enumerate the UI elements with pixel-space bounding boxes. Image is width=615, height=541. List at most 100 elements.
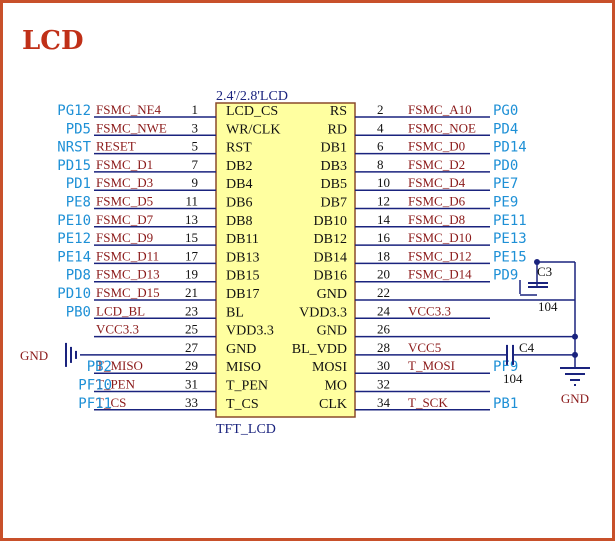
port-label-right-4: PD4: [493, 121, 518, 137]
net-label-left-17: FSMC_D11: [96, 248, 159, 263]
pin-name-right-6: DB1: [321, 141, 347, 156]
pin-number-right-14: 14: [377, 212, 391, 227]
pin-name-left-15: DB11: [226, 232, 259, 247]
pin-name-right-28: BL_VDD: [292, 342, 347, 357]
net-label-right-28: VCC5: [408, 340, 441, 355]
pin-number-left-21: 21: [185, 285, 198, 300]
port-label-left-19: PD8: [66, 268, 91, 284]
junction-dot: [572, 333, 578, 340]
pin-name-left-27: GND: [226, 342, 256, 357]
c4-ref-label: C4: [519, 340, 535, 355]
pin-number-left-27: 27: [185, 340, 199, 355]
net-label-right-24: VCC3.3: [408, 303, 451, 318]
port-label-left-3: PD5: [66, 121, 91, 137]
net-label-left-7: FSMC_D1: [96, 157, 153, 172]
net-label-left-9: FSMC_D3: [96, 175, 153, 190]
pin-name-left-9: DB4: [226, 177, 252, 192]
net-label-right-10: FSMC_D4: [408, 175, 466, 190]
pin-number-left-9: 9: [192, 175, 199, 190]
port-label-right-16: PE13: [493, 231, 527, 247]
pin-name-left-23: BL: [226, 305, 244, 320]
pin-name-left-19: DB15: [226, 269, 259, 284]
net-label-left-29: T_MISO: [96, 358, 143, 373]
pin-number-right-12: 12: [377, 194, 390, 209]
port-label-left-13: PE10: [57, 213, 91, 229]
gnd-label-left: GND: [20, 348, 48, 363]
net-label-right-12: FSMC_D6: [408, 194, 466, 209]
net-label-right-18: FSMC_D12: [408, 248, 472, 263]
net-label-left-5: RESET: [96, 139, 136, 154]
c3-ref-label: C3: [537, 264, 552, 279]
net-label-left-31: T_PEN: [96, 377, 136, 392]
port-label-right-12: PE9: [493, 195, 518, 211]
net-label-right-30: T_MOSI: [408, 358, 455, 373]
net-label-right-16: FSMC_D10: [408, 230, 472, 245]
net-label-right-34: T_SCK: [408, 395, 448, 410]
pin-name-left-17: DB13: [226, 250, 259, 265]
pin-name-right-32: MO: [324, 379, 347, 394]
pin-number-right-16: 16: [377, 230, 391, 245]
component-name: TFT_LCD: [216, 422, 276, 437]
pin-number-right-20: 20: [377, 267, 390, 282]
pin-number-left-13: 13: [185, 212, 198, 227]
port-label-left-9: PD1: [66, 176, 91, 192]
pin-number-left-11: 11: [185, 194, 198, 209]
pin-number-right-34: 34: [377, 395, 391, 410]
port-label-left-11: PE8: [66, 195, 91, 211]
net-label-left-3: FSMC_NWE: [96, 120, 167, 135]
pin-number-right-18: 18: [377, 248, 390, 263]
net-label-right-14: FSMC_D8: [408, 212, 465, 227]
port-label-right-34: PB1: [493, 396, 518, 412]
pin-name-left-13: DB8: [226, 214, 252, 229]
pin-name-left-1: LCD_CS: [226, 104, 278, 119]
pin-name-right-14: DB10: [314, 214, 347, 229]
pin-name-left-5: RST: [226, 141, 252, 156]
pin-name-right-20: DB16: [314, 269, 347, 284]
c4-value-label: 104: [503, 371, 523, 386]
pin-number-right-26: 26: [377, 322, 391, 337]
net-label-left-21: FSMC_D15: [96, 285, 160, 300]
gnd-label-right: GND: [561, 391, 589, 406]
net-label-left-25: VCC3.3: [96, 322, 139, 337]
pin-name-right-30: MOSI: [312, 360, 347, 375]
pin-name-right-12: DB7: [321, 196, 347, 211]
net-label-right-4: FSMC_NOE: [408, 120, 476, 135]
port-label-right-2: PG0: [493, 103, 518, 119]
pin-name-right-4: RD: [328, 122, 347, 137]
port-label-left-5: NRST: [57, 140, 91, 156]
pin-number-right-28: 28: [377, 340, 390, 355]
pin-number-right-2: 2: [377, 102, 384, 117]
pin-name-left-11: DB6: [226, 196, 252, 211]
pin-number-right-6: 6: [377, 139, 384, 154]
port-label-left-17: PE14: [57, 249, 91, 265]
port-label-left-31: PF10: [78, 378, 112, 394]
pin-number-right-22: 22: [377, 285, 390, 300]
pin-number-right-30: 30: [377, 358, 390, 373]
pin-name-left-29: MISO: [226, 360, 261, 375]
c3-value-label: 104: [538, 299, 558, 314]
pin-number-left-17: 17: [185, 248, 199, 263]
port-label-left-33: PF11: [78, 396, 112, 412]
pin-number-left-29: 29: [185, 358, 198, 373]
pin-name-left-7: DB2: [226, 159, 252, 174]
net-label-left-19: FSMC_D13: [96, 267, 160, 282]
pin-number-left-25: 25: [185, 322, 198, 337]
pin-number-right-10: 10: [377, 175, 390, 190]
port-label-right-8: PD0: [493, 158, 518, 174]
net-label-right-8: FSMC_D2: [408, 157, 465, 172]
net-label-left-33: T_CS: [96, 395, 126, 410]
pin-name-left-31: T_PEN: [226, 379, 268, 394]
port-label-right-30: PF9: [493, 359, 518, 375]
pin-number-left-5: 5: [192, 139, 199, 154]
pin-number-left-31: 31: [185, 377, 198, 392]
net-label-right-20: FSMC_D14: [408, 267, 472, 282]
port-label-right-14: PE11: [493, 213, 527, 229]
pin-name-right-18: DB14: [314, 250, 347, 265]
pin-number-left-23: 23: [185, 303, 198, 318]
pin-name-left-21: DB17: [226, 287, 259, 302]
port-label-left-7: PD15: [57, 158, 91, 174]
net-label-left-1: FSMC_NE4: [96, 102, 162, 117]
port-label-right-6: PD14: [493, 140, 527, 156]
